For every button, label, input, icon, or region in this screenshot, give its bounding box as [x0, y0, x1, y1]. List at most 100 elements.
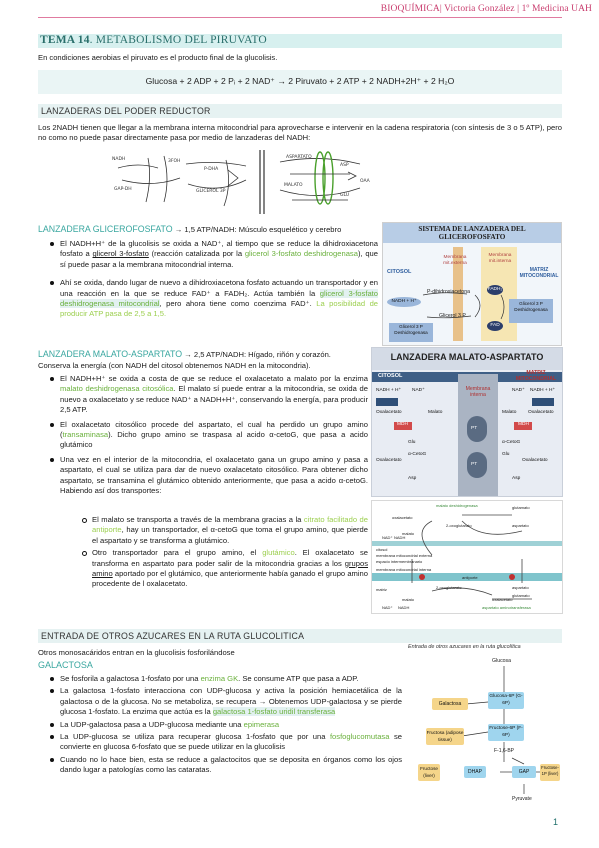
figure-label: 2-oxoglutarato: [446, 523, 472, 528]
figure-azucares: Entrada de otros azucares en la ruta glu…: [408, 644, 560, 810]
glicerofosfato-list: El NADH+H⁺ de la glucolisis se oxida a N…: [48, 239, 378, 320]
label-nadh: NADH + H⁺: [387, 297, 421, 307]
svg-text:GLICEROL 3P: GLICEROL 3P: [196, 188, 226, 194]
malato-title: LANZADERA MALATO-ASPARTATO: [38, 349, 183, 359]
page-title: TEMA 14. METABOLISMO DEL PIRUVATO: [38, 34, 562, 48]
figure-label: Asp: [408, 476, 417, 481]
section-title: ENTRADA DE OTROS AZUCARES EN LA RUTA GLU…: [41, 631, 305, 641]
figure-label: NAD⁺: [382, 535, 393, 540]
figure-label: 2-oxoglutarato: [436, 585, 462, 590]
node-dhap: DHAP: [464, 766, 486, 778]
figure-label: α-CetoG: [408, 452, 427, 457]
section-heading-lanzaderas: LANZADERAS DEL PODER REDUCTOR: [38, 104, 562, 118]
section-heading-azucares: ENTRADA DE OTROS AZUCARES EN LA RUTA GLU…: [38, 629, 562, 643]
figure-label: glutamato: [512, 593, 530, 598]
figure-label: α-CetoG: [502, 440, 521, 445]
figure-label: Oxalacetato: [376, 458, 402, 463]
running-header: BIOQUÍMICA| Victoria González | 1º Medic…: [380, 4, 592, 14]
node-galactosa: Galactosa: [432, 698, 468, 710]
label-citosol: CITOSOL: [378, 373, 403, 379]
galactosa-list: Se fosforila a galactosa 1-fosfato por u…: [48, 674, 402, 776]
svg-text:ASPARTATO: ASPARTATO: [286, 154, 312, 160]
figure-label: Glu: [502, 452, 510, 457]
figure-label: aspartato aminotransferasa: [482, 605, 531, 610]
figure-title: SISTEMA DE LANZADERA DEL GLICEROFOSFATO: [418, 225, 526, 241]
figure-label: MDH: [397, 422, 408, 427]
figure-label: malato: [402, 597, 415, 602]
figure-label: NADH: [398, 605, 410, 610]
svg-text:ASP: ASP: [340, 162, 349, 168]
figure-label: oxalacetato: [492, 597, 513, 602]
figure-title: LANZADERA MALATO-ASPARTATO: [390, 352, 544, 362]
svg-text:OAA: OAA: [360, 178, 371, 184]
figure-label: NAD⁺: [382, 605, 393, 610]
figure-label: citosol: [376, 547, 388, 552]
malato-heading: LANZADERA MALATO-ASPARTATO → 2,5 ATP/NAD…: [38, 349, 368, 360]
list-item: El malato se transporta a través de la m…: [80, 515, 368, 546]
figure-label: antiporte: [462, 575, 478, 580]
figure-title: Entrada de otros azucares en la ruta glu…: [408, 644, 521, 650]
label-membrana-externa: Membrana mit.externa: [443, 255, 467, 266]
svg-text:3FOH: 3FOH: [168, 158, 180, 164]
list-item: El NADH+H⁺ de la glucolisis se oxida a N…: [48, 239, 378, 270]
list-item: El NADH+H⁺ se oxida a costa de que se re…: [48, 374, 368, 416]
label-membrana-interna: Membrana mit.interna: [488, 253, 512, 264]
figure-label: NADH: [394, 535, 406, 540]
list-item: Se fosforila a galactosa 1-fosfato por u…: [48, 674, 402, 684]
label-glicerol-3p: Glicerol 3 P: [439, 313, 466, 319]
figure-label: PT: [471, 462, 478, 467]
figure-label: MDH: [518, 422, 529, 427]
figure-label: espacio intermembranario: [376, 559, 423, 564]
page-number: 1: [553, 817, 559, 827]
list-item: Ahí se oxida, dando lugar de nuevo a dih…: [48, 278, 378, 320]
figure-label: Malato: [502, 410, 517, 415]
svg-text:NADH: NADH: [112, 156, 125, 162]
label-dhap: P-dihidroxiacetona: [427, 289, 470, 295]
figure-label: malato deshidrogenasa: [436, 503, 478, 508]
figure-glicerofosfato: SISTEMA DE LANZADERA DEL GLICEROFOSFATO …: [382, 222, 562, 346]
intro-text: En condiciones aerobias el piruvato es e…: [38, 53, 278, 62]
node-fructose-liver: Fructose (liver): [418, 764, 440, 781]
title-rest: . METABOLISMO DEL PIRUVATO: [89, 34, 267, 46]
figure-label: matriz: [376, 587, 387, 592]
figure-label: Oxalacetato: [528, 410, 554, 415]
galactosa-title: GALACTOSA: [38, 660, 93, 670]
label-fad: FAD: [487, 321, 503, 331]
otros-text: Otros monosacáridos entran en la glucoli…: [38, 648, 235, 657]
label-matriz: MATRIZ MITOCONDRIAL: [515, 370, 557, 382]
figure-label: Glu: [408, 440, 416, 445]
figure-label: Malato: [428, 410, 443, 415]
node-f16bp: F-1,6-BP: [494, 748, 515, 754]
svg-text:MALATO: MALATO: [284, 182, 303, 188]
node-pyruvate: Pyruvate: [512, 796, 532, 802]
figure-label: oxalacetato: [392, 515, 413, 520]
list-item: El oxalacetato citosólico procede del as…: [48, 420, 368, 451]
node-glucosa-6p: Glucosa-6P (G-6P): [488, 692, 524, 709]
node-glucosa: Glucosa: [492, 658, 512, 664]
glicerofosfato-title: LANZADERA GLICEROFOSFATO: [38, 224, 173, 234]
lanzaderas-text: Los 2NADH tienen que llegar a la membran…: [38, 123, 562, 143]
list-item: La UDP-glucosa se utiliza para recuperar…: [48, 732, 402, 753]
figure-label: NADH + H⁺: [376, 388, 402, 393]
malato-list: El NADH+H⁺ se oxida a costa de que se re…: [48, 374, 368, 496]
glicerofosfato-yield: → 1,5 ATP/NADH: Músculo esquelético y ce…: [174, 225, 342, 234]
figure-label: NADH + H⁺: [530, 388, 556, 393]
svg-text:P-DHA: P-DHA: [204, 166, 219, 172]
list-item: La galactosa 1-fosfato interacciona con …: [48, 686, 402, 717]
figure-label: aspartato: [512, 585, 529, 590]
label-enzima-mito: Glicerol 3 P Deshidrogenasa: [509, 299, 553, 323]
figure-label: PT: [471, 426, 478, 431]
label-membrana-interna: Membrana interna: [465, 386, 491, 398]
node-fructose-1p: Fructose-1P (liver): [540, 764, 560, 781]
node-fructosa-adipose: Fructosa (adipose tissue): [426, 728, 464, 745]
label-enzima-cito: Glicerol 3 P Deshidrogenasa: [389, 323, 433, 342]
figure-label: NAD⁺: [412, 388, 425, 393]
label-matriz: MATRIZ MITOCONDRIAL: [519, 267, 559, 279]
figure-label: Asp: [512, 476, 521, 481]
equation-text: Glucosa + 2 ADP + 2 Pᵢ + 2 NAD⁺ → 2 Piru…: [145, 76, 455, 86]
figure-label: Oxalacetato: [522, 458, 548, 463]
list-item: Otro transportador para el grupo amino, …: [80, 548, 368, 590]
svg-text:GLU: GLU: [340, 192, 349, 198]
list-item: Cuando no lo hace bien, esta se reduce a…: [48, 755, 402, 776]
